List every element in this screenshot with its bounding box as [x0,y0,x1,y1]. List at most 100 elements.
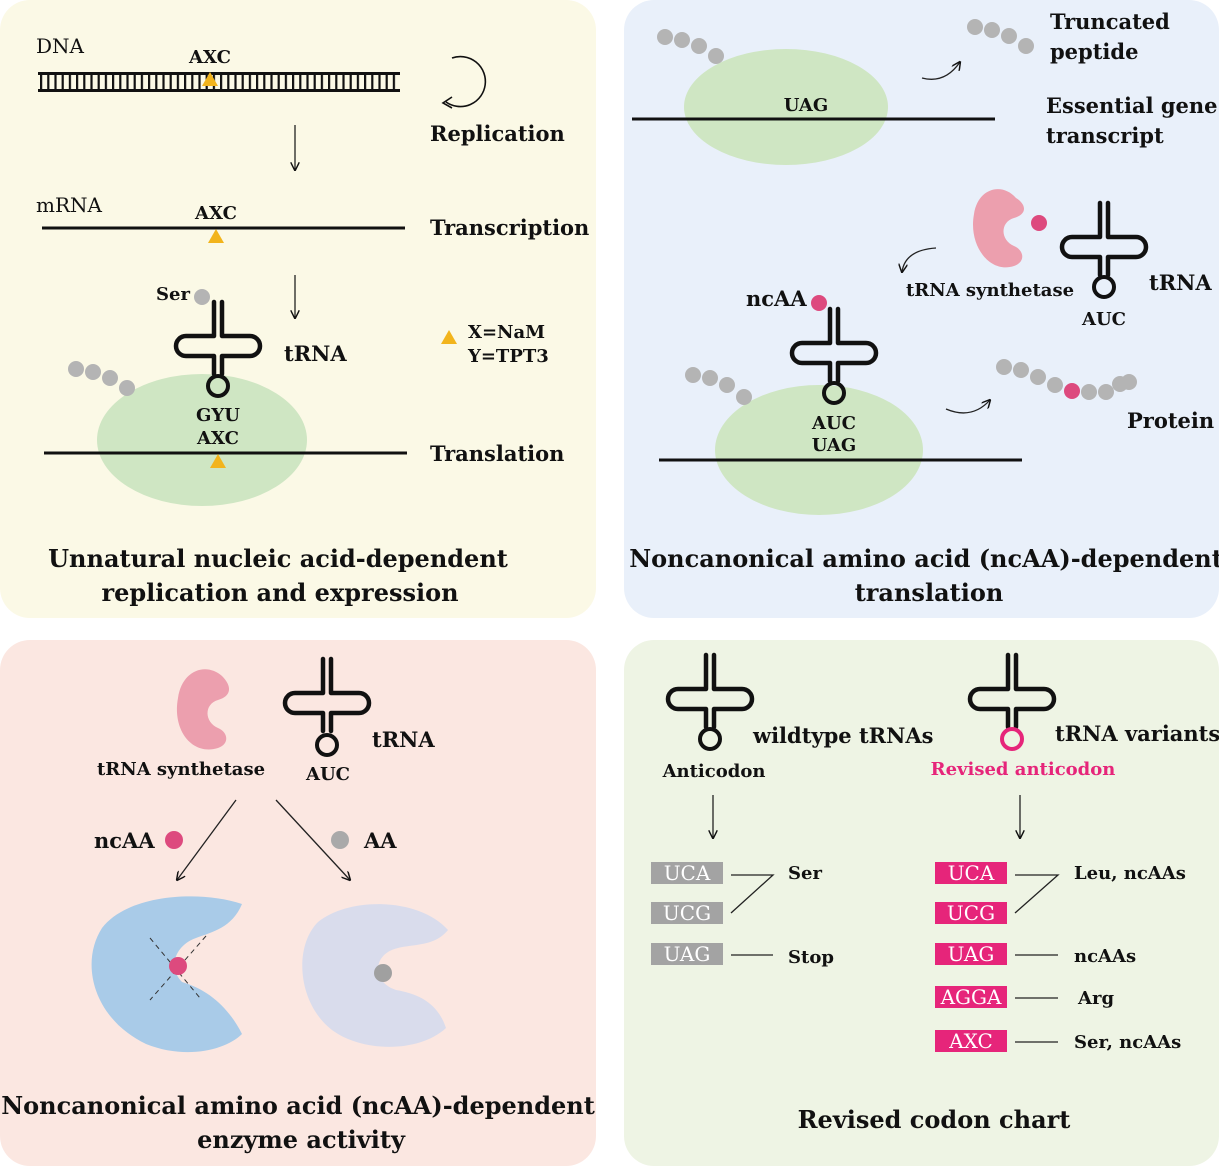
codon-box-right-1: UCG [935,901,1007,925]
trna-icon-charged [792,309,876,405]
right-arg-label: Arg [1077,988,1114,1009]
synthetase-label: tRNA synthetase [97,759,265,780]
trna-icon [285,659,369,757]
panel-title-line1: Noncanonical amino acid (ncAA)-dependent [629,544,1219,573]
ser-label: Ser [156,284,190,305]
peptide-chain-bottom [685,367,752,405]
aa-bound-dot [374,964,392,982]
synthetase-label: tRNA synthetase [906,280,1074,301]
full-protein-chain [996,359,1137,400]
ncaa-label: ncAA [94,828,155,853]
arrow-to-truncated [921,62,960,80]
svg-text:AXC: AXC [948,1029,993,1053]
panel-title-line2: replication and expression [101,578,458,607]
aa-label: AA [363,828,397,853]
connector-leu [1014,874,1060,914]
panel-background [624,640,1219,1166]
legend-triangle-icon [441,330,457,344]
panel-revised-codon-chart: wildtype tRNAs Anticodon tRNA variants R… [624,640,1219,1166]
truncated-label-line1: Truncated [1050,9,1170,34]
arrow-to-active-enzyme [177,799,237,880]
trna-anticodon-label: AUC [1081,309,1126,330]
svg-text:UCA: UCA [664,861,711,885]
anticodon-label: AUC [305,764,350,785]
codon-box-left-0: UCA [651,861,723,885]
replication-label: Replication [430,121,565,146]
stop-codon-label: UAG [784,95,828,116]
arrow-to-protein [945,400,990,414]
svg-text:UCG: UCG [947,901,995,925]
panel-title-line2: translation [855,578,1004,607]
unnatural-base-triangle [202,72,218,86]
trna-label: tRNA [1149,270,1212,295]
legend-y: Y=TPT3 [467,346,549,367]
peptide-chain-top [657,29,724,64]
ncaa-bound-dot [169,957,187,975]
active-enzyme [91,896,243,1053]
panel-ncaa-enzyme-activity: tRNA synthetase tRNA AUC ncAA AA Noncano… [0,640,596,1166]
transcription-label: Transcription [430,215,589,240]
replication-cycle-icon [441,55,487,109]
ribosome-bottom [715,385,923,515]
codon-label: UAG [812,435,856,456]
right-ser-label: Ser, ncAAs [1074,1032,1181,1053]
aa-dot [331,831,349,849]
svg-text:UCA: UCA [948,861,995,885]
codon-box-left-2: UAG [651,942,723,966]
panel-background [0,0,596,618]
mrna-codon-label: AXC [194,203,237,224]
panel-title-line2: enzyme activity [197,1125,406,1154]
right-ncaas-label: ncAAs [1074,946,1136,967]
anticodon-label: GYU [196,405,240,426]
trna-icon [176,302,260,398]
dna-double-strand [38,72,400,92]
translation-label: Translation [430,441,564,466]
ncaa-dot-bound [1031,215,1047,231]
ncaa-dot [811,295,827,311]
dna-codon-label: AXC [188,47,231,68]
left-stop-label: Stop [788,947,834,968]
essential-label-line1: Essential gene [1046,93,1218,118]
variant-trna-icon [970,655,1054,751]
codon-box-right-0: UCA [935,861,1007,885]
svg-text:UAG: UAG [948,942,995,966]
mrna-label: mRNA [36,193,103,217]
trna-icon [1062,203,1146,299]
left-ser-label: Ser [788,863,822,884]
peptide-chain [68,361,135,396]
panel-ncaa-translation: UAG Truncated peptide Essential gene tra… [624,0,1219,618]
codon-box-left-1: UCG [651,901,723,925]
serine-dot [194,289,210,305]
codon-box-right-2: UAG [935,942,1007,966]
panel-unnatural-nucleic-acid: DNA AXC Replication mRNA AXC Transcripti… [0,0,596,618]
right-leu-label: Leu, ncAAs [1074,863,1186,884]
svg-text:UCG: UCG [663,901,711,925]
trna-label: tRNA [372,727,435,752]
anticodon-label: Anticodon [662,761,766,782]
ncaa-label: ncAA [746,286,807,311]
ribosome-top [684,49,888,165]
truncated-label-line2: peptide [1050,39,1138,64]
ribosome [97,374,307,506]
unnatural-base-triangle-translation [210,454,226,468]
panel-title: Revised codon chart [798,1105,1071,1134]
svg-text:AGGA: AGGA [940,985,1002,1009]
revised-anticodon-label: Revised anticodon [931,759,1116,780]
panel-title-line1: Noncanonical amino acid (ncAA)-dependent [1,1091,595,1120]
panel-title-line1: Unnatural nucleic acid-dependent [48,544,508,573]
panel-background [0,640,596,1166]
trna-label: tRNA [284,341,347,366]
arrow-charging [902,247,937,272]
connector-ser [730,874,775,914]
legend-x: X=NaM [468,322,545,343]
wildtype-label: wildtype tRNAs [752,723,933,748]
codon-label: AXC [196,428,239,449]
anticodon-label: AUC [811,413,856,434]
wildtype-trna-icon [668,655,752,751]
unnatural-base-triangle-mrna [208,229,224,243]
trna-synthetase-icon [973,189,1024,268]
truncated-peptide-chain [967,19,1034,54]
ncaa-dot [165,831,183,849]
codon-box-right-4: AXC [935,1029,1007,1053]
